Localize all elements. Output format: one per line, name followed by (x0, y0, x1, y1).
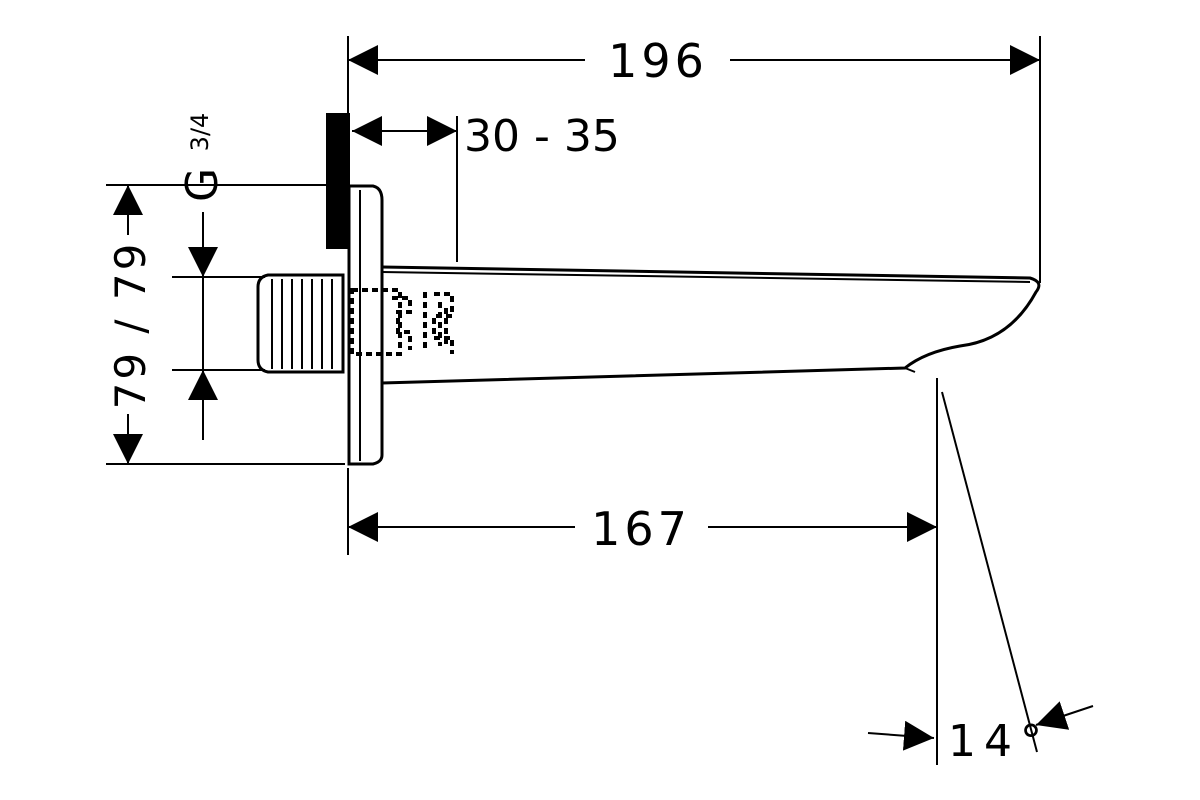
dimension-wall-thickness: 30 - 35 (352, 111, 620, 162)
spout-reach-label: 167 (591, 502, 691, 556)
extension-line-jet-angle (941, 391, 1038, 753)
dimension-height-range: 79 / 79 (106, 185, 155, 464)
thread-label: G (177, 168, 228, 202)
hidden-internal-parts (350, 288, 454, 356)
wall-plate (326, 113, 350, 249)
jet-angle-label: 14° (948, 716, 1050, 767)
dimension-overall-length: 196 (348, 34, 1040, 88)
threaded-connector (256, 273, 345, 374)
spout-body (381, 265, 1041, 385)
wall-thickness-label: 30 - 35 (464, 111, 620, 162)
rosette (347, 184, 384, 466)
height-range-label: 79 / 79 (106, 241, 155, 410)
extension-lines (106, 36, 1041, 765)
dimension-jet-angle: 14° (867, 701, 1094, 767)
dimension-spout-reach: 167 (348, 502, 937, 556)
thread-fraction-label: 3/4 (186, 113, 214, 152)
thread-label-group: G 3/4 (177, 113, 228, 202)
spout-assembly (256, 113, 1041, 466)
overall-length-label: 196 (608, 34, 708, 88)
